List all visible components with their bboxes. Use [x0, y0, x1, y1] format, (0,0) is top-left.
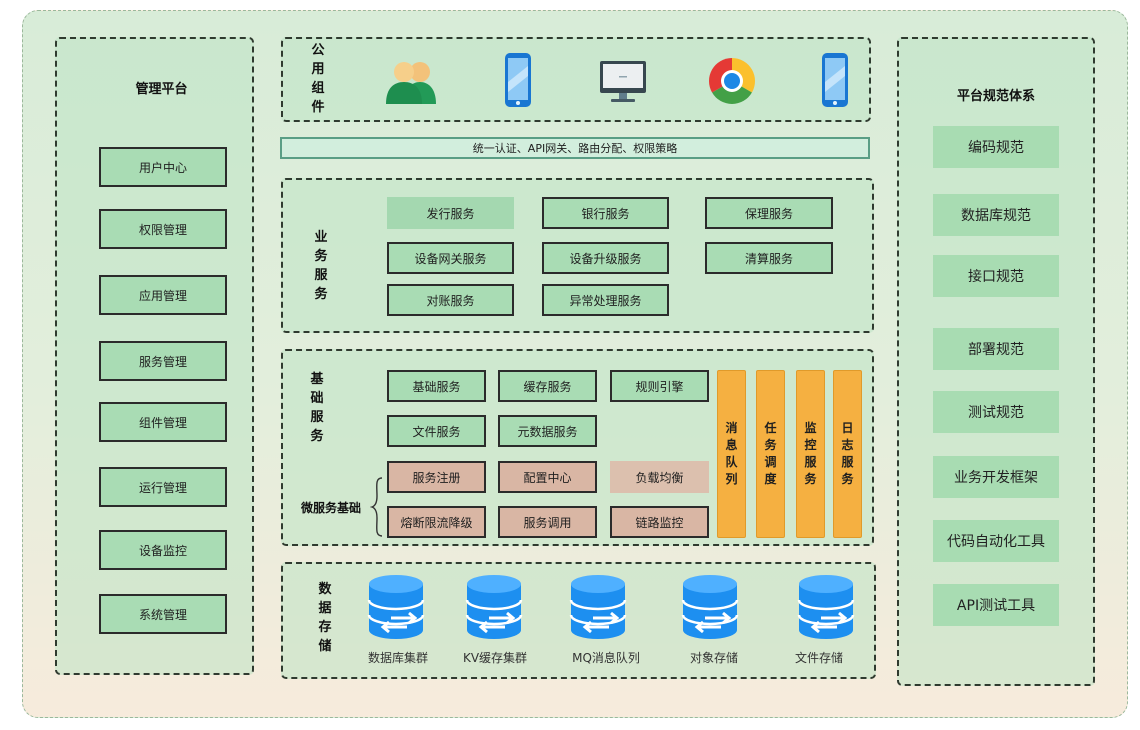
- management-item: 用户中心: [99, 147, 227, 187]
- standard-item: 测试规范: [933, 391, 1059, 433]
- database-icon: [681, 575, 739, 639]
- management-item: 组件管理: [99, 402, 227, 442]
- microservice-label: 微服务基础: [300, 501, 361, 515]
- micro-service-box: 服务调用: [498, 506, 597, 538]
- management-item: 运行管理: [99, 467, 227, 507]
- micro-service-box: 链路监控: [610, 506, 709, 538]
- business-service-box: 银行服务: [542, 197, 669, 229]
- storage-label: KV缓存集群: [462, 651, 528, 665]
- standard-item: 代码自动化工具: [933, 520, 1059, 562]
- standard-item: 数据库规范: [933, 194, 1059, 236]
- standards-title: 平台规范体系: [956, 89, 1035, 104]
- users-icon: [386, 62, 436, 104]
- database-icon: [367, 575, 425, 639]
- management-item: 设备监控: [99, 530, 227, 570]
- management-item: 服务管理: [99, 341, 227, 381]
- database-icon: [797, 575, 855, 639]
- micro-service-box: 熔断限流降级: [387, 506, 486, 538]
- common-components-title: 公用组件: [311, 43, 325, 115]
- business-service-box: 设备网关服务: [387, 242, 514, 274]
- base-service-box: 基础服务: [387, 370, 486, 402]
- base-service-box: 规则引擎: [610, 370, 709, 402]
- base-services-title: 基础服务: [310, 372, 324, 444]
- business-service-box: 保理服务: [705, 197, 833, 229]
- management-item: 应用管理: [99, 275, 227, 315]
- database-icon: [569, 575, 627, 639]
- standard-item: 部署规范: [933, 328, 1059, 370]
- storage-label: 对象存储: [689, 651, 738, 665]
- standard-item: API测试工具: [933, 584, 1059, 626]
- management-title: 管理平台: [135, 82, 188, 97]
- base-service-box: 文件服务: [387, 415, 486, 447]
- monitor-icon: [600, 61, 646, 102]
- phone-icon: [505, 53, 531, 107]
- monitoring-service-box: 监控服务: [796, 370, 825, 538]
- business-service-box: 清算服务: [705, 242, 833, 274]
- micro-service-box: 服务注册: [387, 461, 486, 493]
- phone-icon: [822, 53, 848, 107]
- base-service-box: 缓存服务: [498, 370, 597, 402]
- storage-label: 文件存储: [794, 651, 843, 665]
- micro-service-box: 配置中心: [498, 461, 597, 493]
- standard-item: 业务开发框架: [933, 456, 1059, 498]
- storage-label: 数据库集群: [367, 651, 428, 665]
- task-scheduling-box: 任务调度: [756, 370, 785, 538]
- gateway-bar: 统一认证、API网关、路由分配、权限策略: [280, 137, 870, 159]
- management-item: 系统管理: [99, 594, 227, 634]
- database-icon: [465, 575, 523, 639]
- micro-service-box: 负载均衡: [610, 461, 709, 493]
- common-components-panel: [281, 37, 871, 122]
- business-services-title: 业务服务: [314, 230, 328, 302]
- chrome-icon: [708, 58, 756, 105]
- management-item: 权限管理: [99, 209, 227, 249]
- log-service-box: 日志服务: [833, 370, 862, 538]
- business-service-box: 对账服务: [387, 284, 514, 316]
- standard-item: 接口规范: [933, 255, 1059, 297]
- base-service-box: 元数据服务: [498, 415, 597, 447]
- storage-label: MQ消息队列: [572, 651, 640, 665]
- message-queue-box: 消息队列: [717, 370, 746, 538]
- data-storage-title: 数据存储: [318, 582, 332, 654]
- business-service-box: 设备升级服务: [542, 242, 669, 274]
- brace-icon: [370, 477, 383, 537]
- standard-item: 编码规范: [933, 126, 1059, 168]
- business-service-box: 异常处理服务: [542, 284, 669, 316]
- business-service-box: 发行服务: [387, 197, 514, 229]
